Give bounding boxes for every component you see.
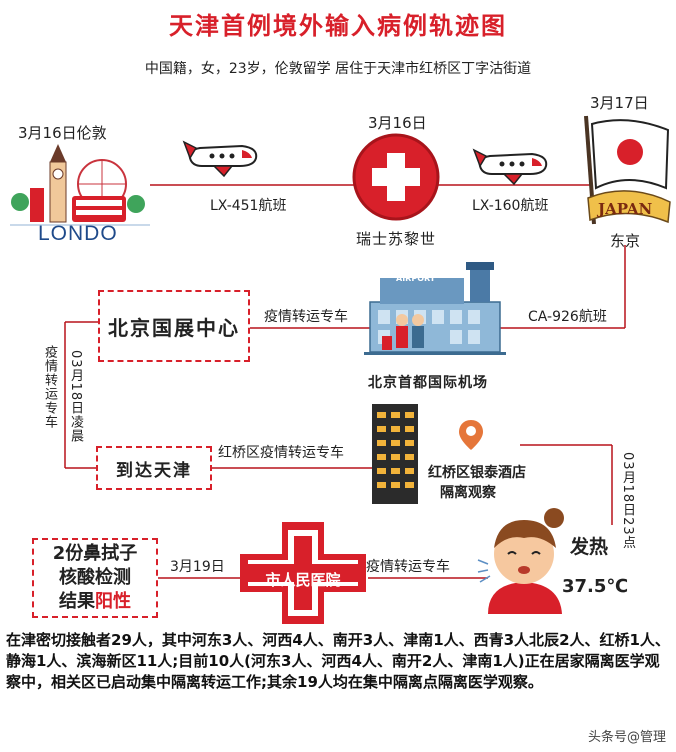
result-status: 阳性 [95, 591, 131, 612]
hotel-building-icon [372, 404, 418, 504]
arrive-tianjin: 到达天津 [96, 446, 212, 490]
zurich-date: 3月16日 [368, 114, 427, 132]
transfer-vertical-label: 疫情转运专车 [42, 345, 57, 429]
airplane-icon [182, 140, 258, 178]
sick-person-icon [477, 508, 564, 614]
result-line-1: 2份鼻拭子 [52, 543, 138, 564]
zurich-name: 瑞士苏黎世 [356, 230, 437, 248]
airport-building-icon [364, 262, 506, 355]
transfer-to-center: 疫情转运专车 [264, 309, 348, 325]
beijing-exhibition-center: 北京国展中心 [98, 290, 250, 362]
result-prefix: 结果 [59, 591, 95, 612]
transfer-hongqiao: 红桥区疫情转运专车 [218, 445, 344, 461]
result-line-3: 结果阳性 [59, 590, 131, 614]
date-march-18-dawn: 03月18日凌晨 [68, 350, 83, 444]
location-pin-icon [459, 420, 483, 450]
transfer-hospital: 疫情转运专车 [366, 559, 450, 575]
tokyo-date: 3月17日 [590, 94, 649, 112]
test-result-box: 2份鼻拭子 核酸检测 结果阳性 [32, 538, 158, 618]
japan-flag-icon [584, 115, 671, 225]
phone-booth-icon [30, 188, 44, 222]
watermark: 头条号@管理 [587, 730, 666, 745]
big-ben-icon [49, 144, 67, 223]
double-decker-bus-icon [72, 196, 126, 222]
hospital-cross-icon [240, 522, 366, 624]
airport-name: 北京首都国际机场 [368, 375, 488, 391]
flight-lx160: LX-160航班 [472, 198, 549, 214]
page-title: 天津首例境外输入病例轨迹图 [169, 11, 507, 40]
tree-icon [11, 193, 145, 213]
fever-label: 发热 [570, 536, 609, 558]
london-date: 3月16日伦敦 [18, 124, 107, 142]
hotel-name: 红桥区银泰酒店 [428, 465, 526, 481]
date-march-18-23h: 03月18日23点 [620, 452, 635, 550]
traveler-couple-icon [382, 314, 424, 350]
patient-info: 中国籍，女，23岁，伦敦留学 居住于天津市红桥区丁字沽街道 [144, 61, 532, 77]
japan-banner: JAPAN [598, 200, 653, 218]
london-illustration [10, 144, 150, 226]
flight-ca926: CA-926航班 [528, 309, 607, 325]
london-banner: LONDO [38, 222, 118, 245]
hospital-name: 市人民医院 [265, 571, 341, 589]
result-line-2: 核酸检测 [59, 567, 131, 588]
flight-lx451: LX-451航班 [210, 198, 287, 214]
airport-sign: AIRPORT [396, 274, 436, 283]
hospital-date: 3月19日 [170, 559, 225, 575]
contacts-summary: 在津密切接触者29人，其中河东3人、河西4人、南开3人、津南1人、西青3人北辰2… [6, 631, 670, 691]
fever-temperature: 37.5℃ [562, 576, 629, 597]
hotel-quarantine: 隔离观察 [440, 485, 496, 501]
airplane-icon [472, 148, 548, 186]
tokyo-name: 东京 [610, 232, 641, 250]
swiss-flag-icon [352, 133, 440, 221]
